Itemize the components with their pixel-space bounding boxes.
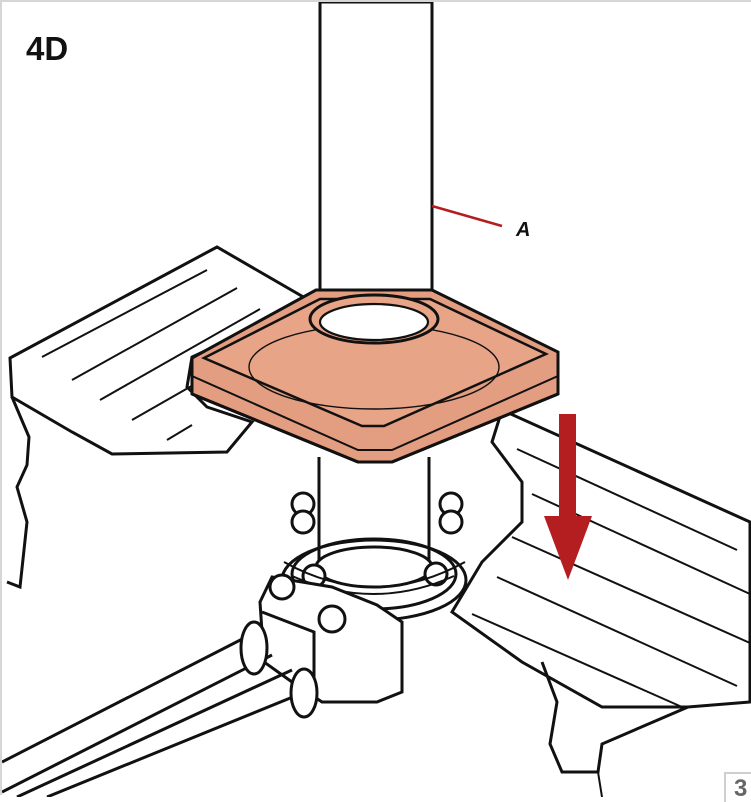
copper-plate (190, 288, 560, 464)
callout-leader (431, 204, 503, 228)
left-floor-hatch (6, 245, 316, 590)
down-arrow-icon (544, 414, 592, 580)
step-label: 4D (26, 30, 69, 67)
right-floor-hatch (450, 407, 751, 797)
bracket-and-pipes (2, 573, 404, 797)
page-number: 3 (724, 772, 751, 802)
lower-sleeve-assembly (280, 457, 468, 622)
vertical-post (318, 2, 434, 334)
callout-label-a: A (516, 219, 531, 241)
